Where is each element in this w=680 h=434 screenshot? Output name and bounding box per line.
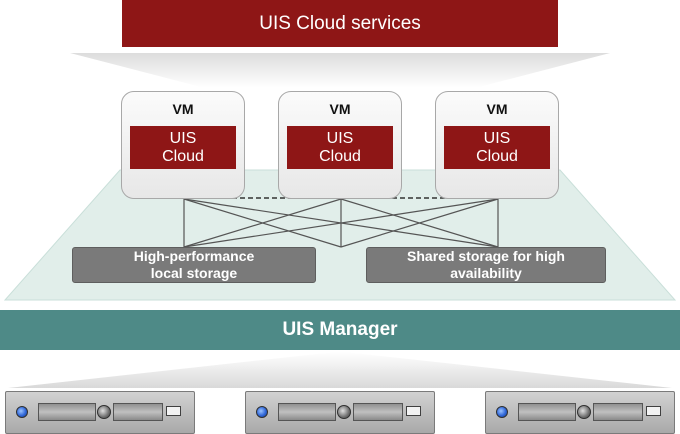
server-3 (485, 391, 675, 434)
vm-label: VM (329, 101, 351, 117)
power-led-icon (256, 406, 268, 418)
usb-port-icon (406, 406, 421, 416)
storage-links (183, 198, 499, 248)
shared-storage-box: Shared storage for high availability (366, 247, 606, 283)
uis-cloud-app: UIS Cloud (444, 126, 550, 169)
uis-cloud-app: UIS Cloud (287, 126, 393, 169)
power-button-icon (97, 405, 111, 419)
vm-node-2: VM UIS Cloud (278, 91, 402, 199)
vm-label: VM (172, 101, 194, 117)
vm-node-1: VM UIS Cloud (121, 91, 245, 199)
cloud-services-banner: UIS Cloud services (122, 0, 558, 47)
uis-cloud-app: UIS Cloud (130, 126, 236, 169)
drive-bay-icon (38, 403, 96, 421)
server-1 (5, 391, 195, 434)
lower-funnel-shadow (8, 352, 672, 388)
uis-manager-bar: UIS Manager (0, 310, 680, 350)
usb-port-icon (646, 406, 661, 416)
drive-bay-icon (113, 403, 163, 421)
server-2 (245, 391, 435, 434)
usb-port-icon (166, 406, 181, 416)
power-button-icon (337, 405, 351, 419)
drive-bay-icon (278, 403, 336, 421)
power-led-icon (496, 406, 508, 418)
local-storage-box: High-performance local storage (72, 247, 316, 283)
vm-node-3: VM UIS Cloud (435, 91, 559, 199)
drive-bay-icon (353, 403, 403, 421)
upper-funnel-shadow (70, 53, 610, 88)
power-led-icon (16, 406, 28, 418)
drive-bay-icon (518, 403, 576, 421)
vm-label: VM (486, 101, 508, 117)
power-button-icon (577, 405, 591, 419)
drive-bay-icon (593, 403, 643, 421)
